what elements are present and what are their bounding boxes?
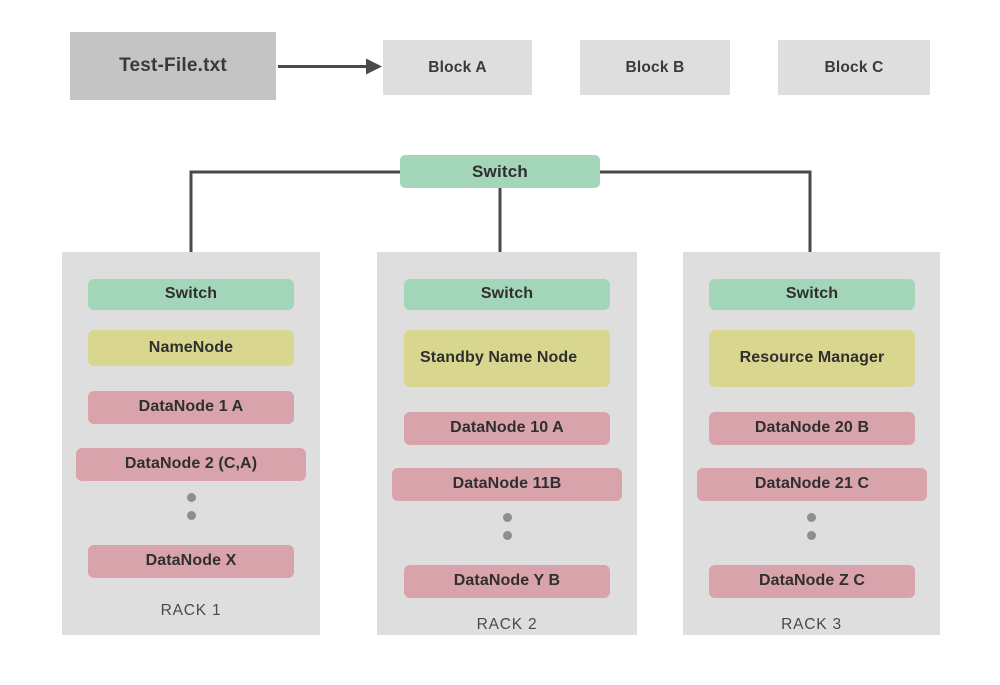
- rack-3-datanode-last: DataNode Z C: [709, 565, 915, 598]
- rack-3-switch-label: Switch: [785, 285, 839, 303]
- rack-1-label: RACK 1: [62, 602, 320, 620]
- rack-2-datanode-1: DataNode 10 A: [404, 412, 610, 445]
- rack-1-datanode-last-label: DataNode X: [145, 552, 237, 570]
- rack-1-switch: Switch: [88, 279, 294, 310]
- rack-3-datanode-last-label: DataNode Z C: [758, 572, 866, 590]
- rack-1-label-text: RACK 1: [160, 602, 222, 619]
- rack-1-container: Switch NameNode DataNode 1 A DataNode 2 …: [62, 252, 320, 635]
- rack-2-datanode-1-label: DataNode 10 A: [450, 419, 564, 437]
- rack-1-switch-label: Switch: [164, 285, 218, 303]
- rack-2-datanode-2-label: DataNode 11B: [452, 475, 562, 493]
- block-a-label: Block A: [428, 58, 487, 76]
- rack-2-label-text: RACK 2: [476, 616, 538, 633]
- ellipsis-dot: [807, 531, 816, 540]
- rack-3-switch: Switch: [709, 279, 915, 310]
- ellipsis-dot: [186, 493, 196, 502]
- block-b-box: Block B: [580, 40, 730, 95]
- rack-2-standby-namenode-label: Standby Name Node: [420, 349, 578, 367]
- ellipsis-dot: [807, 513, 816, 522]
- ellipsis-dot: [186, 511, 196, 520]
- rack-1-datanode-1-label: DataNode 1 A: [138, 398, 244, 416]
- rack-2-label: RACK 2: [377, 616, 637, 634]
- block-a-box: Block A: [383, 40, 532, 95]
- source-file-label: Test-File.txt: [119, 55, 227, 76]
- rack-3-resource-manager-label: Resource Manager: [739, 349, 885, 367]
- rack-2-standby-namenode: Standby Name Node: [404, 330, 610, 387]
- rack-3-datanode-1-label: DataNode 20 B: [754, 419, 870, 437]
- rack-1-datanode-last: DataNode X: [88, 545, 294, 578]
- rack-3-label-text: RACK 3: [781, 616, 842, 633]
- ellipsis-dot: [502, 513, 512, 522]
- rack-1-datanode-1: DataNode 1 A: [88, 391, 294, 424]
- rack-2-datanode-2: DataNode 11B: [392, 468, 622, 501]
- rack-1-ellipsis: [62, 493, 320, 520]
- split-arrow-icon: [278, 58, 382, 75]
- rack-1-namenode-label: NameNode: [148, 338, 234, 356]
- block-c-label: Block C: [824, 58, 884, 76]
- rack-1-namenode: NameNode: [88, 330, 294, 366]
- block-c-box: Block C: [778, 40, 930, 95]
- ellipsis-dot: [502, 531, 512, 540]
- rack-2-switch: Switch: [404, 279, 610, 310]
- block-b-label: Block B: [625, 58, 685, 76]
- rack-2-ellipsis: [377, 513, 637, 540]
- rack-3-label: RACK 3: [683, 616, 940, 634]
- rack-2-datanode-last: DataNode Y B: [404, 565, 610, 598]
- rack-2-switch-label: Switch: [480, 285, 534, 303]
- rack-2-container: Switch Standby Name Node DataNode 10 A D…: [377, 252, 637, 635]
- rack-3-datanode-2: DataNode 21 C: [697, 468, 927, 501]
- rack-3-datanode-1: DataNode 20 B: [709, 412, 915, 445]
- rack-3-datanode-2-label: DataNode 21 C: [754, 475, 870, 493]
- source-file-box: Test-File.txt: [70, 32, 276, 100]
- rack-3-resource-manager: Resource Manager: [709, 330, 915, 387]
- rack-1-datanode-2: DataNode 2 (C,A): [76, 448, 306, 481]
- root-switch-box: Switch: [400, 155, 600, 188]
- rack-2-datanode-last-label: DataNode Y B: [453, 572, 561, 590]
- rack-3-container: Switch Resource Manager DataNode 20 B Da…: [683, 252, 940, 635]
- root-switch-label: Switch: [472, 161, 528, 181]
- rack-1-datanode-2-label: DataNode 2 (C,A): [124, 455, 258, 473]
- rack-3-ellipsis: [683, 513, 940, 540]
